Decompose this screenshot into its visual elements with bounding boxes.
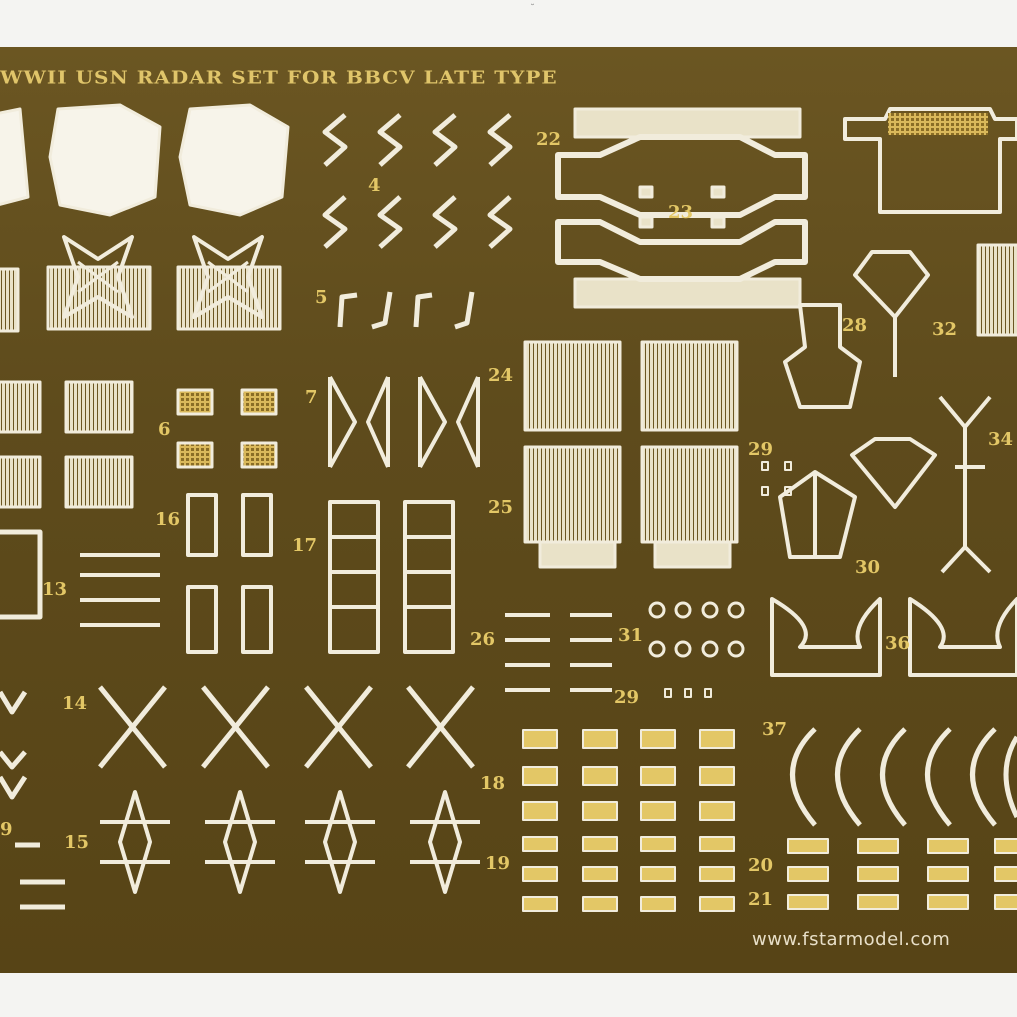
part-14-crosses xyxy=(98,685,475,769)
part-number-16: 16 xyxy=(155,509,181,530)
star-part-2 xyxy=(176,235,282,331)
part-number-6: 6 xyxy=(158,419,171,440)
part-number-26: 26 xyxy=(470,629,496,650)
part-30-antenna xyxy=(778,437,937,559)
part-25-grills xyxy=(523,445,739,569)
part-number-20: 20 xyxy=(748,855,774,876)
part-37-crescents xyxy=(790,727,1017,827)
part-28-antenna xyxy=(783,250,930,409)
part-number-25: 25 xyxy=(488,497,514,518)
part-15-spindles xyxy=(100,790,480,894)
part-number-34: 34 xyxy=(988,429,1014,450)
part-4-zigzags xyxy=(322,113,513,249)
etched-parts-drawing xyxy=(0,103,1017,912)
part-7-bows xyxy=(328,376,480,468)
left-edge-parts xyxy=(0,529,65,910)
part-32-grill xyxy=(976,243,1017,337)
part-number-9: 9 xyxy=(0,819,13,840)
part-number-37: 37 xyxy=(762,719,788,740)
part-18-lugs xyxy=(522,729,735,821)
part-number-17: 17 xyxy=(292,535,318,556)
top-right-antenna xyxy=(843,107,1017,214)
part-number-15: 15 xyxy=(64,832,90,853)
part-13-ladders xyxy=(80,553,160,627)
grill-column-left xyxy=(0,267,134,509)
part-number-13: 13 xyxy=(42,579,68,600)
part-24-grills xyxy=(523,340,739,432)
part-number-36: 36 xyxy=(885,633,911,654)
part-19-lugs xyxy=(522,836,735,912)
dish-1 xyxy=(48,103,162,217)
part-number-7: 7 xyxy=(305,387,318,408)
part-number-29-center: 29 xyxy=(614,687,640,708)
part-number-23: 23 xyxy=(668,202,694,223)
part-31-rings xyxy=(648,601,745,658)
part-number-22: 22 xyxy=(536,129,562,150)
manufacturer-url: www.fstarmodel.com xyxy=(752,929,951,950)
part-number-5: 5 xyxy=(315,287,328,308)
part-number-18: 18 xyxy=(480,773,506,794)
part-16-frames xyxy=(186,493,273,654)
star-part-1 xyxy=(46,235,152,331)
dish-left xyxy=(0,107,30,206)
part-number-31: 31 xyxy=(618,625,644,646)
dish-2 xyxy=(178,103,290,217)
part-26-steps xyxy=(505,613,612,692)
part-number-19: 19 xyxy=(485,853,511,874)
part-22-frame xyxy=(555,107,808,309)
part-number-30: 30 xyxy=(855,557,881,578)
sheet-title: WWII USN RADAR SET FOR BBCV LATE TYPE xyxy=(0,66,558,88)
part-36-cradles xyxy=(770,597,1017,677)
part-number-4: 4 xyxy=(368,175,381,196)
part-17-ladders xyxy=(328,500,455,654)
part-number-24: 24 xyxy=(488,365,514,386)
part-number-28: 28 xyxy=(842,315,868,336)
part-number-29-right: 29 xyxy=(748,439,774,460)
part-29-tabs xyxy=(664,461,792,698)
part-20-21-lugs xyxy=(787,838,1017,910)
part-number-32: 32 xyxy=(932,319,958,340)
part-number-21: 21 xyxy=(748,889,774,910)
part-5-brackets xyxy=(337,291,475,330)
part-34-mast xyxy=(938,395,992,574)
part-number-14: 14 xyxy=(62,693,88,714)
part-6-grills xyxy=(176,388,278,469)
photo-etch-sheet: WWII USN RADAR SET FOR BBCV LATE TYPE 4 … xyxy=(0,47,1017,973)
dust-speck: ˘ xyxy=(530,4,535,15)
